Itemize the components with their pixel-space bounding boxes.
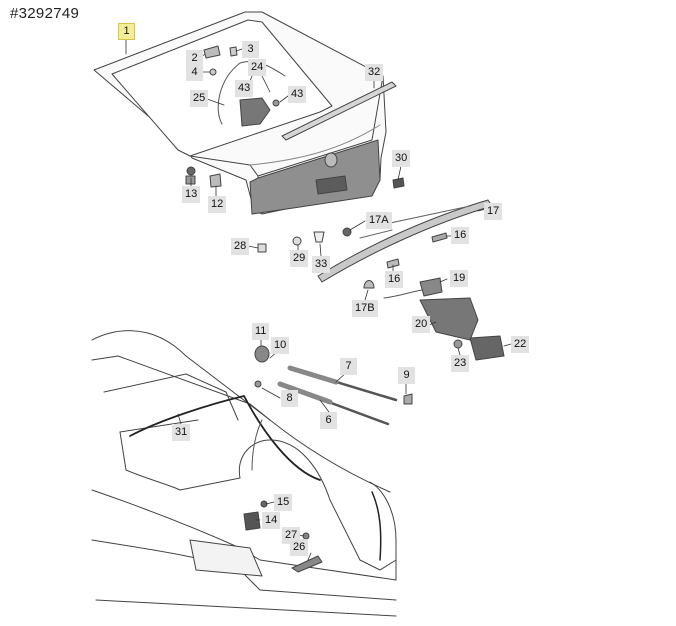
gas-struts-illustration [254, 345, 413, 426]
callout-33[interactable]: 33 [312, 256, 331, 273]
callout-10[interactable]: 10 [271, 337, 290, 354]
callout-1[interactable]: 1 [118, 23, 135, 40]
callout-7[interactable]: 7 [340, 358, 357, 375]
callout-19[interactable]: 19 [450, 270, 469, 287]
callout-4[interactable]: 4 [186, 64, 203, 81]
callout-31[interactable]: 31 [172, 424, 191, 441]
callout-9[interactable]: 9 [398, 367, 415, 384]
callout-14[interactable]: 14 [262, 512, 281, 529]
callout-6[interactable]: 6 [320, 412, 337, 429]
callout-17[interactable]: 17 [484, 203, 503, 220]
callout-13[interactable]: 13 [182, 186, 201, 203]
callout-17a[interactable]: 17A [366, 212, 392, 229]
callout-2[interactable]: 2 [186, 50, 203, 67]
callout-28[interactable]: 28 [231, 238, 250, 255]
car-body-illustration [91, 330, 397, 617]
callout-8[interactable]: 8 [281, 390, 298, 407]
callout-11[interactable]: 11 [252, 323, 270, 340]
callout-15[interactable]: 15 [274, 494, 293, 511]
callout-32[interactable]: 32 [365, 64, 384, 81]
callout-24[interactable]: 24 [248, 59, 267, 76]
callout-30[interactable]: 30 [392, 150, 411, 167]
callout-16-upper[interactable]: 16 [451, 227, 470, 244]
callout-20[interactable]: 20 [412, 316, 431, 333]
lock-assembly-illustration [383, 277, 505, 361]
callout-17b[interactable]: 17B [352, 300, 378, 317]
callout-23[interactable]: 23 [451, 355, 470, 372]
callout-3[interactable]: 3 [242, 41, 259, 58]
callout-43-right[interactable]: 43 [288, 86, 307, 103]
tailgate-small-parts [185, 45, 405, 189]
callout-12[interactable]: 12 [208, 196, 227, 213]
callout-25[interactable]: 25 [190, 90, 209, 107]
callout-29[interactable]: 29 [290, 250, 309, 267]
callout-26[interactable]: 26 [290, 539, 309, 556]
callout-16-lower[interactable]: 16 [385, 271, 404, 288]
callout-22[interactable]: 22 [511, 336, 530, 353]
document-id-label: #3292749 [10, 5, 80, 22]
callout-43-left[interactable]: 43 [235, 80, 254, 97]
